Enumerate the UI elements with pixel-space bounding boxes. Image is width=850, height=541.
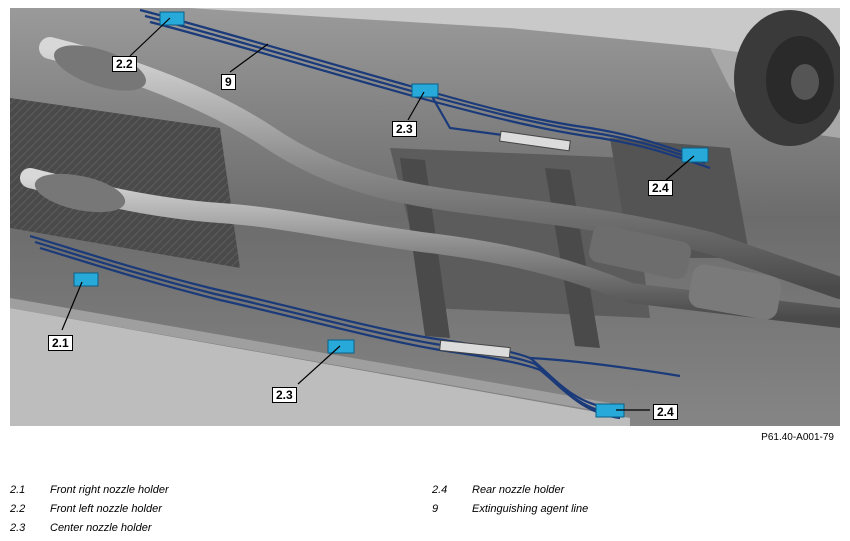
rear-tire-hub xyxy=(791,64,819,100)
connector-block-top xyxy=(499,130,571,152)
legend-number: 2.1 xyxy=(10,484,26,496)
callout-2-1: 2.1 xyxy=(48,335,73,351)
legend-item: 2.1 Front right nozzle holder xyxy=(10,484,410,498)
legend-text: Front left nozzle holder xyxy=(50,503,162,515)
legend-item: 2.4 Rear nozzle holder xyxy=(432,484,832,498)
figure-code: P61.40-A001-79 xyxy=(761,432,834,443)
legend-text: Extinguishing agent line xyxy=(472,503,589,515)
legend-item: 2.2 Front left nozzle holder xyxy=(10,503,410,517)
heat-shield-left xyxy=(10,98,240,268)
legend-number: 2.4 xyxy=(432,484,448,496)
legend-text: Rear nozzle holder xyxy=(472,484,565,496)
exhaust-pipe-upper xyxy=(39,37,850,299)
legend-text: Center nozzle holder xyxy=(50,522,152,534)
nozzle-holder-2-1 xyxy=(73,272,99,287)
nozzle-holder-2-4-top xyxy=(681,147,709,163)
callout-2-2: 2.2 xyxy=(112,56,137,72)
callout-2-3-top: 2.3 xyxy=(392,121,417,137)
callout-9: 9 xyxy=(221,74,236,90)
legend-number: 2.3 xyxy=(10,522,26,534)
legend-number: 2.2 xyxy=(10,503,26,515)
underbody-svg xyxy=(10,8,850,426)
vehicle-underbody-illustration: 2.2 9 2.3 2.4 2.1 2.3 2.4 xyxy=(10,8,850,426)
legend-text: Front right nozzle holder xyxy=(50,484,169,496)
body-sill-left xyxy=(10,298,610,413)
exhaust-pipe-lower xyxy=(20,168,850,328)
leader-lines xyxy=(61,17,695,411)
legend-item: 2.3 Center nozzle holder xyxy=(10,522,410,536)
connector-block-bottom xyxy=(439,339,511,359)
catalytic-converter-right xyxy=(34,173,126,213)
body-panel-top xyxy=(190,8,840,68)
legend-item: 9 Extinguishing agent line xyxy=(432,503,832,517)
rear-muffler-2 xyxy=(688,264,782,320)
callout-2-3-bottom: 2.3 xyxy=(272,387,297,403)
catalytic-converter-left xyxy=(54,45,146,91)
rear-muffler-1 xyxy=(589,224,691,280)
legend-number: 9 xyxy=(432,503,439,515)
extinguishing-agent-lines xyxy=(29,8,711,420)
nozzle-holder-2-3-bottom xyxy=(327,339,355,354)
body-sill-bottom xyxy=(10,308,630,426)
callout-2-4-top: 2.4 xyxy=(648,180,673,196)
nozzle-holder-2-2 xyxy=(159,11,185,26)
callout-2-4-bottom: 2.4 xyxy=(653,404,678,420)
nozzle-holder-2-3-top xyxy=(411,83,439,98)
